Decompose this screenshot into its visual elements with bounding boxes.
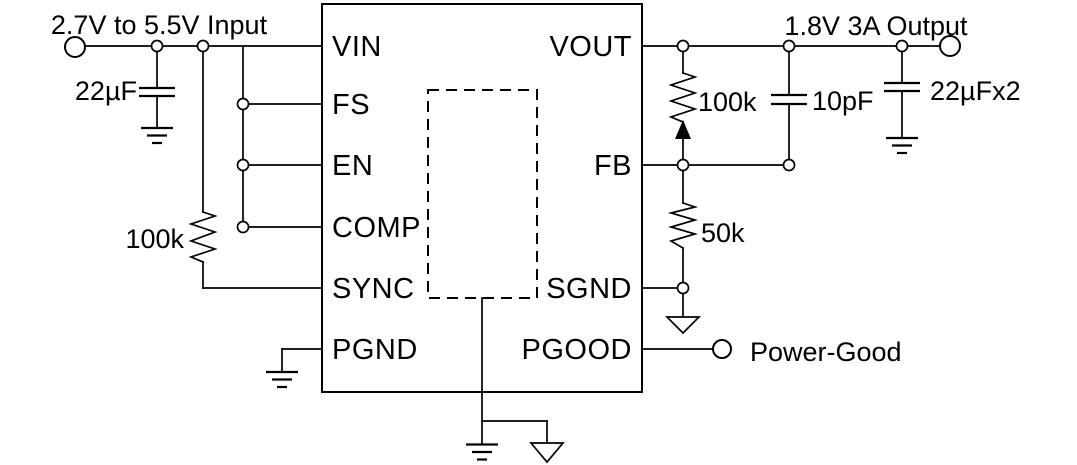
ground-symbol-input-cap (141, 126, 173, 145)
feedback-bottom-resistor (667, 201, 699, 250)
junction-dot (676, 281, 690, 295)
input-terminal (64, 36, 86, 58)
ground-symbol-pgnd (266, 370, 298, 389)
input-header-label: 2.7V to 5.5V Input (51, 10, 268, 40)
sync-pulldown-resistor-label: 100k (125, 224, 184, 254)
pin-label-sync: SYNC (332, 273, 415, 305)
pin-label-sgnd: SGND (546, 273, 632, 305)
junction-dot (782, 158, 796, 172)
junction-dot (236, 220, 250, 234)
pin-label-pgood: PGOOD (522, 334, 632, 366)
pin-label-comp: COMP (332, 212, 421, 244)
output-capacitor (884, 81, 920, 93)
thermal-pad-ground-wires (481, 297, 548, 445)
pin-label-vin: VIN (332, 31, 382, 63)
pin-label-en: EN (332, 150, 373, 182)
feedback-top-resistor (668, 71, 698, 124)
junction-dots (150, 39, 909, 295)
ground-symbol-output-cap (886, 136, 918, 155)
signal-ground-triangle-icon (664, 316, 702, 335)
feedforward-capacitor-label: 10pF (812, 86, 874, 116)
junction-dot (676, 158, 690, 172)
output-header-label: 1.8V 3A Output (784, 11, 968, 41)
pin-label-pgnd: PGND (332, 334, 418, 366)
chassis-ground-triangle-icon (529, 442, 565, 464)
junction-dot (236, 97, 250, 111)
junction-dot (236, 158, 250, 172)
pgood-terminal (712, 339, 732, 359)
ground-symbol-thermal-pad (466, 443, 498, 461)
pin-label-fb: FB (594, 150, 632, 182)
junction-dot (895, 39, 909, 53)
output-terminal (939, 35, 961, 57)
output-capacitor-label: 22µFx2 (930, 76, 1021, 106)
feedback-bottom-resistor-label: 50k (701, 218, 745, 248)
junction-dot (676, 39, 690, 53)
junction-dot (782, 39, 796, 53)
junction-dot (150, 39, 164, 53)
junction-dot (196, 39, 210, 53)
feedback-tap-arrow-icon (675, 120, 691, 139)
power-good-label: Power-Good (750, 337, 902, 367)
pin-label-vout: VOUT (549, 31, 632, 63)
feedforward-capacitor (771, 93, 807, 106)
sync-pulldown-resistor (188, 210, 218, 264)
ic-internal-dashed-block (427, 89, 538, 299)
pin-label-fs: FS (332, 89, 370, 121)
input-capacitor-label: 22µF (75, 76, 137, 106)
input-capacitor (139, 86, 175, 98)
feedback-top-resistor-label: 100k (698, 87, 757, 117)
